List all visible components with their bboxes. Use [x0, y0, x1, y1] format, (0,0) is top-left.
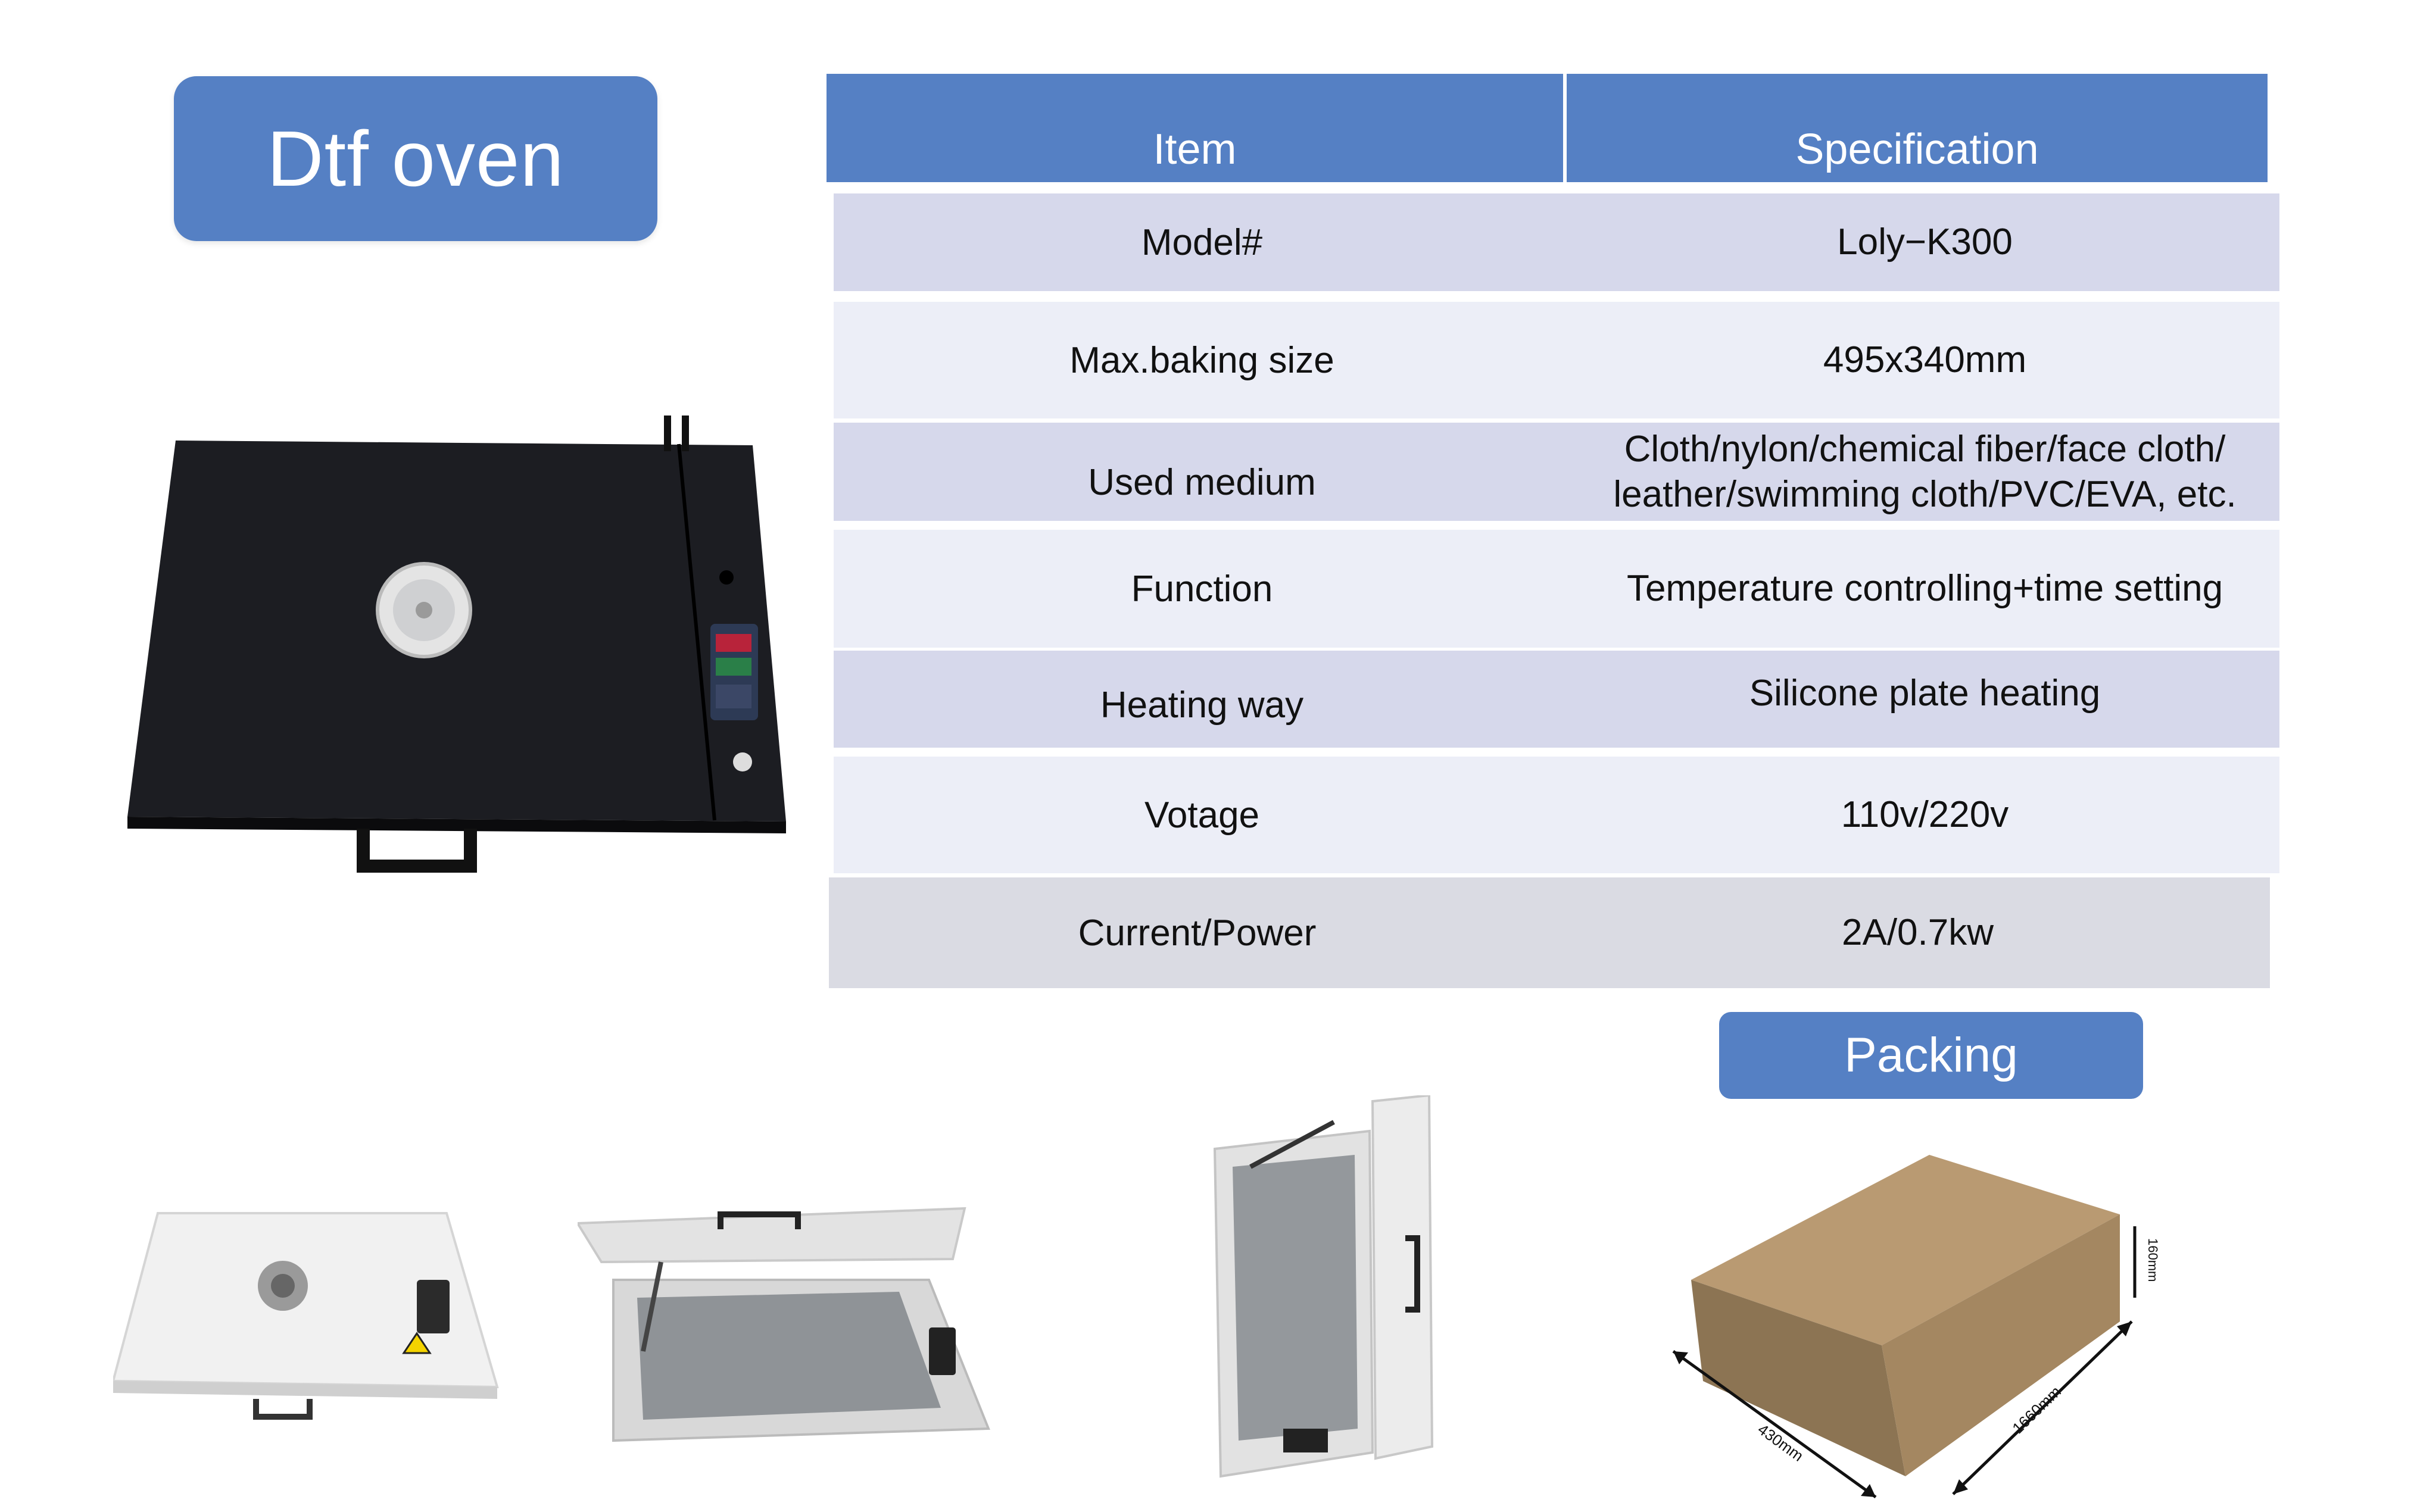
table-header: Item Specification — [827, 74, 2268, 182]
control-panel-icon — [710, 624, 758, 720]
table-row: Max.baking size 495x340mm — [834, 302, 2279, 418]
packing-box-image: 430mm 1660mm 160mm — [1672, 1155, 2160, 1499]
row-spec: 495x340mm — [1823, 339, 2027, 381]
packing-label: Packing — [1844, 1028, 2018, 1082]
spec-table: Item Specification — [827, 74, 2268, 182]
row-spec: 110v/220v — [1841, 794, 2009, 836]
table-row: Current/Power 2A/0.7kw — [829, 877, 2270, 988]
row-item: Max.baking size — [1069, 339, 1334, 381]
vent-icon — [376, 562, 472, 658]
oven-white-open-image — [578, 1207, 990, 1442]
header-spec: Specification — [1567, 74, 2268, 182]
table-row: Heating way Silicone plate heating — [834, 651, 2279, 748]
row-item: Votage — [1144, 794, 1260, 836]
row-spec: 2A/0.7kw — [1841, 912, 1994, 954]
row-item: Current/Power — [1078, 912, 1317, 954]
page-title: Dtf oven — [174, 76, 657, 241]
header-item: Item — [827, 74, 1563, 182]
row-item: Used medium — [1088, 462, 1316, 503]
handle-icon — [357, 829, 477, 873]
row-spec-line: Cloth/nylon/chemical fiber/face cloth/ — [1624, 428, 2226, 470]
page-title-text: Dtf oven — [267, 115, 565, 202]
row-spec: Loly−K300 — [1837, 221, 2013, 263]
table-row: Model# Loly−K300 — [834, 193, 2279, 291]
row-item: Model# — [1141, 221, 1263, 263]
row-spec: Silicone plate heating — [1749, 673, 2101, 714]
table-row: Used medium Cloth/nylon/chemical fiber/f… — [834, 423, 2279, 521]
row-spec: Cloth/nylon/chemical fiber/face cloth/ l… — [1570, 427, 2279, 517]
row-spec-line: leather/swimming cloth/PVC/EVA, etc. — [1613, 473, 2237, 515]
row-item: Heating way — [1100, 685, 1304, 726]
oven-main-image — [127, 416, 786, 873]
packing-badge: Packing — [1719, 1012, 2143, 1099]
dim-height-label: 160mm — [2145, 1238, 2160, 1282]
table-row: Votage 110v/220v — [834, 757, 2279, 873]
oven-white-closed-image — [113, 1212, 499, 1420]
row-spec: Temperature controlling+time setting — [1626, 568, 2223, 610]
table-row: Function Temperature controlling+time se… — [834, 530, 2279, 648]
dimension-arrows — [1672, 1226, 2137, 1499]
row-item: Function — [1131, 568, 1273, 610]
oven-white-vertical-image — [1213, 1095, 1434, 1478]
